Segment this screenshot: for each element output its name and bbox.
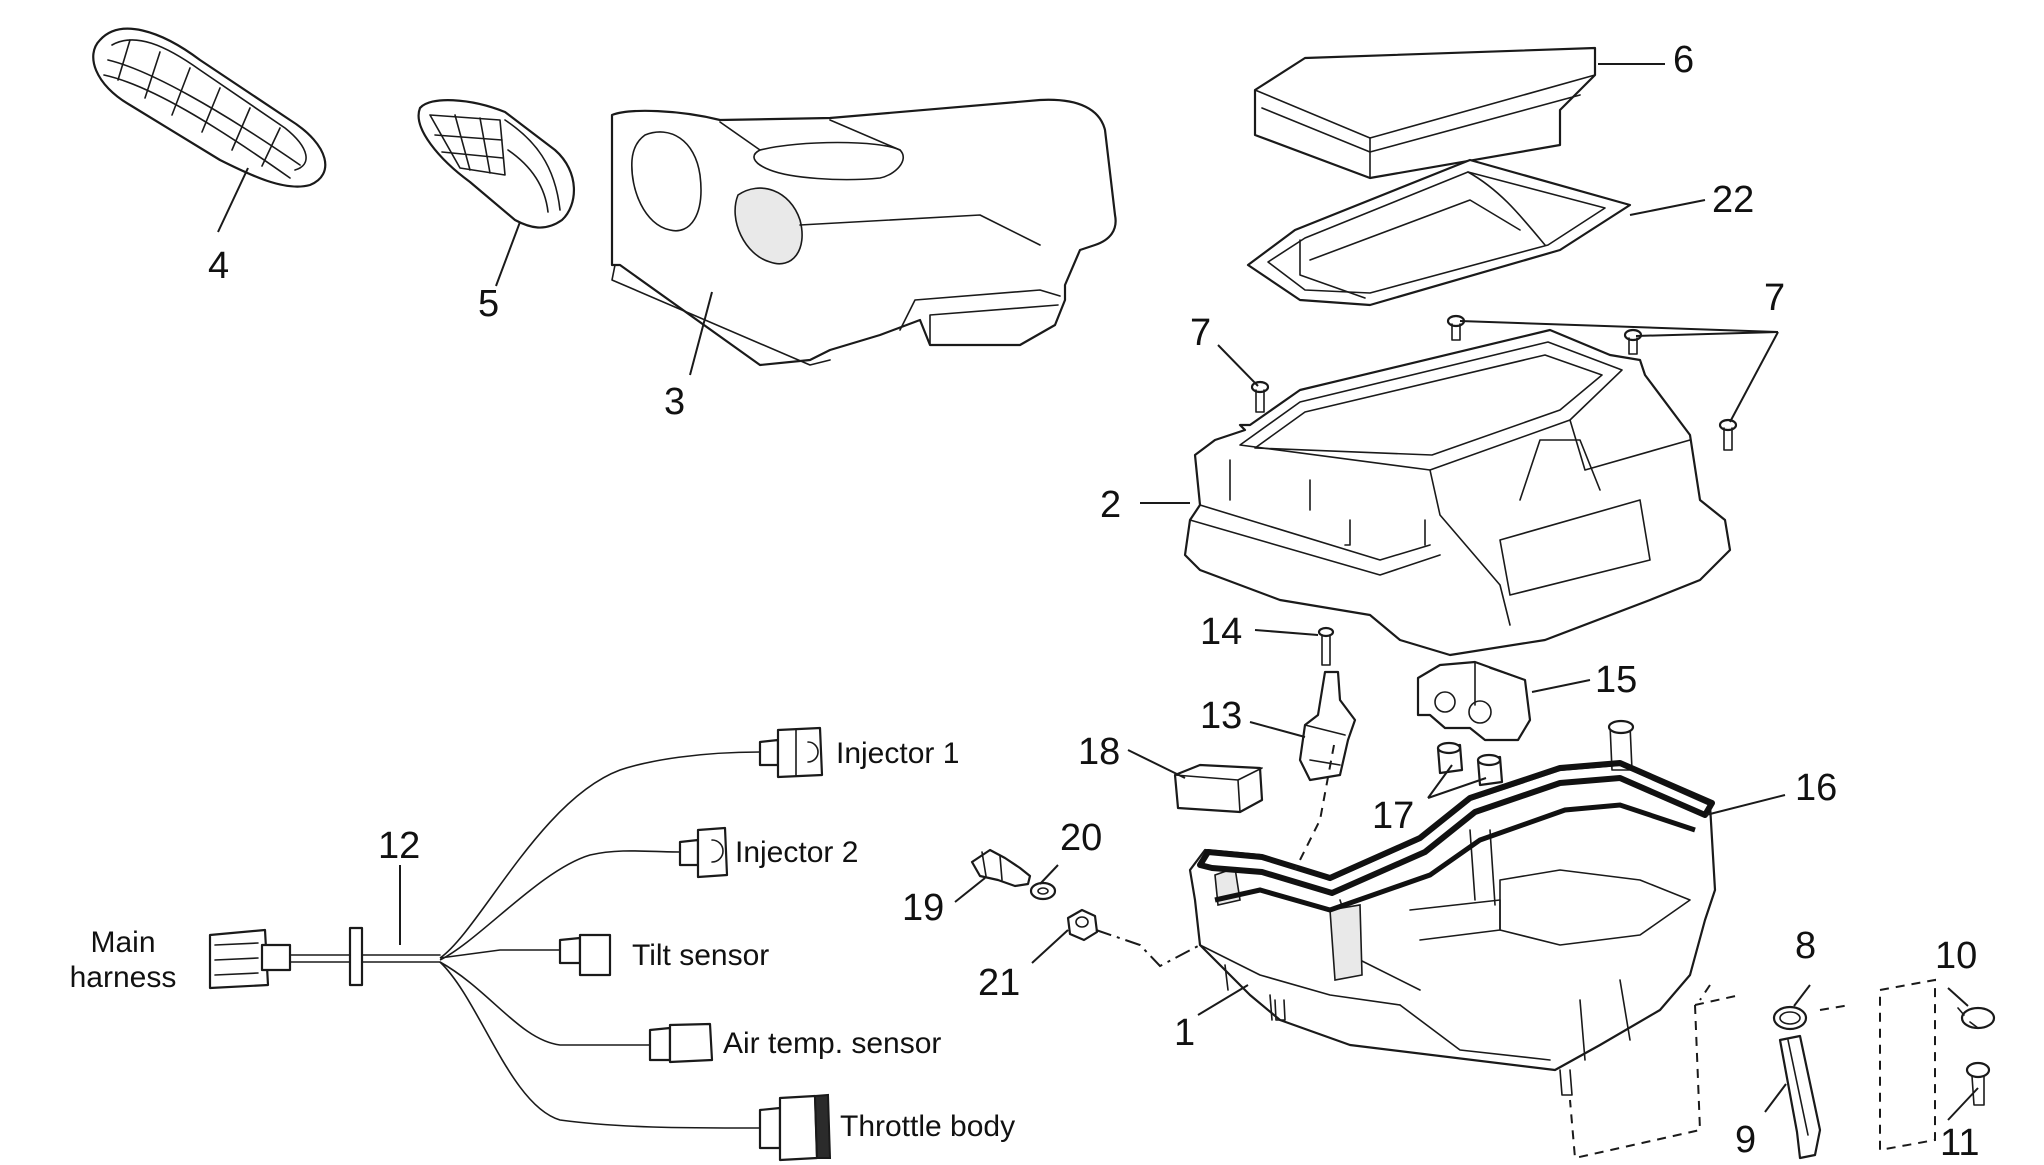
label-part-7a: 7 [1190, 312, 1211, 354]
label-part-17: 17 [1372, 795, 1414, 837]
injector-1-connector [758, 726, 824, 779]
label-part-22: 22 [1712, 179, 1754, 221]
label-part-7b: 7 [1764, 277, 1785, 319]
label-air-temp-sensor: Air temp. sensor [723, 1027, 941, 1060]
part-21-nut [1066, 908, 1099, 942]
part-9-hose [1778, 1034, 1822, 1160]
part-8-clamp [1772, 1005, 1808, 1031]
assembly-guides [1095, 744, 1936, 1160]
label-part-5: 5 [478, 283, 499, 325]
harness-labels: Main harness Injector 1 Injector 2 Tilt … [70, 737, 1015, 1143]
part-17-grommets [1436, 741, 1504, 787]
main-harness-connector [208, 928, 292, 990]
label-part-6: 6 [1673, 39, 1694, 81]
part-4-intake-grille [92, 27, 327, 188]
throttle-body-connector [758, 1093, 832, 1162]
tilt-sensor-connector [558, 933, 612, 977]
label-part-9: 9 [1735, 1119, 1756, 1161]
label-injector-1: Injector 1 [836, 737, 959, 770]
part-22-filter-frame [1246, 158, 1632, 307]
screw-7b [1446, 314, 1466, 341]
part-10-clip [1957, 1006, 1996, 1030]
part-3-airbox-cover [610, 98, 1117, 367]
label-part-13: 13 [1200, 695, 1242, 737]
label-throttle-body: Throttle body [840, 1110, 1015, 1143]
part-13-sensor [1298, 670, 1357, 782]
label-part-2: 2 [1100, 484, 1121, 526]
part-2-airbox-upper [1183, 328, 1732, 657]
label-part-8: 8 [1795, 925, 1816, 967]
part-15-sensor [1416, 660, 1532, 742]
part-18-relay [1173, 763, 1264, 814]
label-part-12: 12 [378, 825, 420, 867]
part-1-airbox-lower [1188, 719, 1717, 1096]
label-part-14: 14 [1200, 611, 1242, 653]
air-temp-sensor-connector [648, 1022, 714, 1064]
part-16-gasket [1197, 760, 1715, 913]
label-part-19: 19 [902, 887, 944, 929]
injector-2-connector [678, 826, 729, 879]
part-number-labels: 4 5 3 6 22 7 7 2 14 13 15 18 17 16 12 20… [208, 39, 1979, 1164]
leader-lines [217, 63, 1979, 1121]
label-part-15: 15 [1595, 659, 1637, 701]
part-19-fitting [970, 848, 1032, 888]
label-part-10: 10 [1935, 935, 1977, 977]
label-part-1: 1 [1174, 1012, 1195, 1054]
label-tilt-sensor: Tilt sensor [632, 939, 769, 972]
part-6-air-filter [1253, 46, 1597, 180]
label-part-21: 21 [978, 962, 1020, 1004]
label-part-16: 16 [1795, 767, 1837, 809]
label-part-11: 11 [1940, 1122, 1979, 1164]
part-12-wiring-harness [208, 726, 832, 1162]
part-20-washer [1029, 881, 1057, 901]
screw-7d [1718, 418, 1738, 451]
label-part-20: 20 [1060, 817, 1102, 859]
label-part-4: 4 [208, 245, 229, 287]
label-main-harness-1: Main [90, 926, 155, 959]
screw-7c [1623, 328, 1643, 355]
part-5-intake-duct [417, 99, 575, 229]
label-main-harness-2: harness [70, 961, 177, 994]
label-injector-2: Injector 2 [735, 836, 858, 869]
screw-7a [1250, 380, 1270, 413]
part-14-screw [1317, 626, 1335, 666]
part-11-plug [1965, 1061, 1991, 1106]
label-part-18: 18 [1078, 731, 1120, 773]
label-part-3: 3 [664, 381, 685, 423]
